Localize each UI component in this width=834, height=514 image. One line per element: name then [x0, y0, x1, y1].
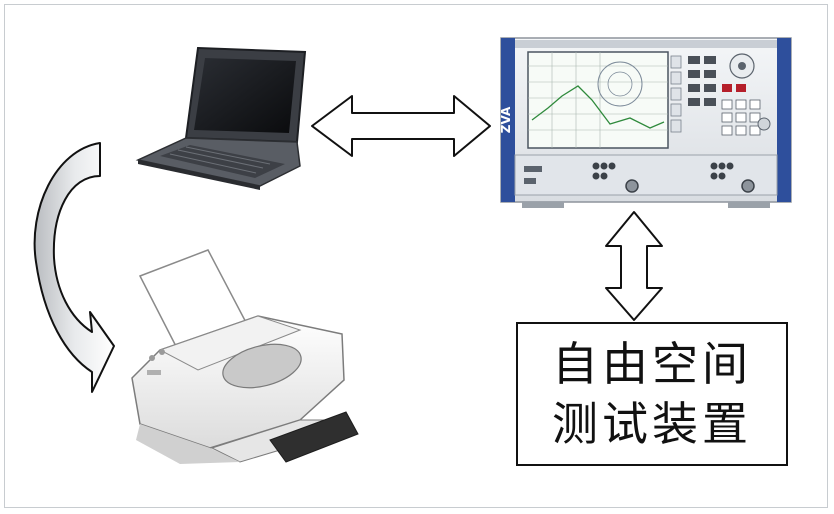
- fixture-label-line1: 自由空间: [552, 337, 752, 391]
- fixture-label-line2: 测试装置: [552, 397, 752, 451]
- laptop-icon: [135, 46, 307, 190]
- network-analyzer-icon: ZVA: [499, 37, 792, 208]
- curved-arrow-icon: [33, 142, 115, 393]
- double-arrow-horizontal: [311, 95, 491, 157]
- analyzer-logo: ZVA: [499, 106, 513, 133]
- printer-icon: [131, 249, 359, 464]
- double-arrow-vertical: [605, 211, 663, 321]
- free-space-test-fixture-box: 自由空间 测试装置: [516, 322, 788, 466]
